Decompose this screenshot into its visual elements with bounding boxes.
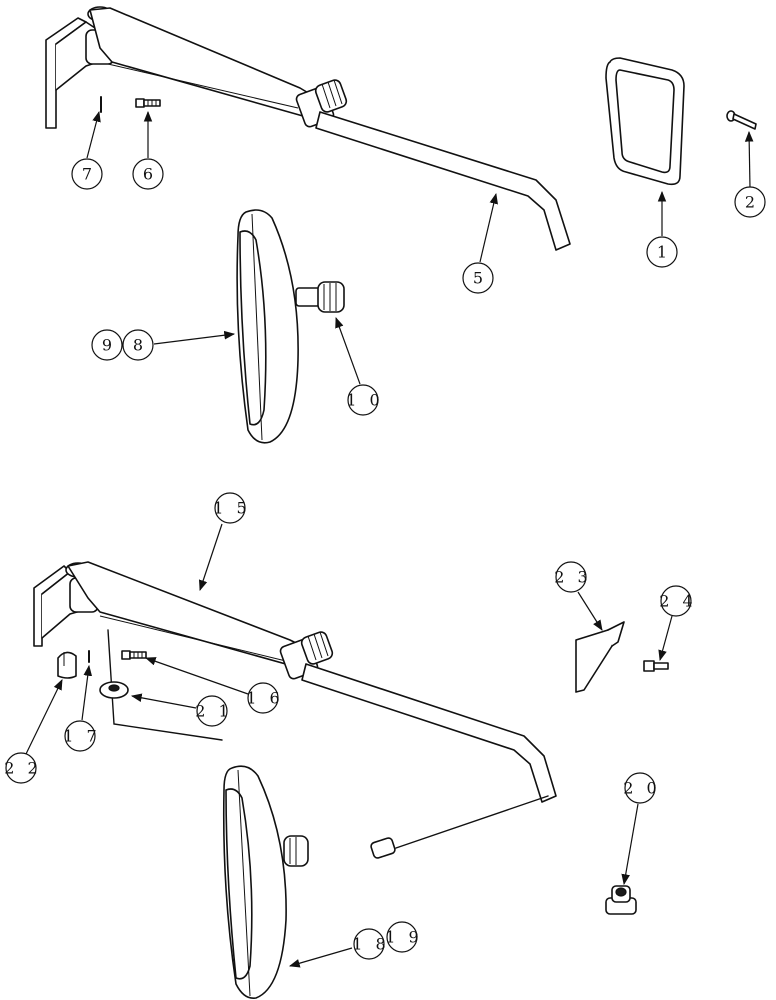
svg-text:7: 7	[82, 165, 96, 184]
callout-18: 1 8	[352, 928, 389, 960]
bolt-24-part	[643, 660, 669, 672]
svg-text:1 5: 1 5	[213, 499, 250, 518]
heater-wire	[395, 795, 549, 849]
svg-text:2 3: 2 3	[554, 568, 591, 587]
svg-text:8: 8	[133, 336, 147, 355]
callout-22: 2 2	[4, 752, 41, 784]
svg-text:5: 5	[473, 269, 487, 288]
upper-mirror-arm-assembly	[45, 6, 571, 251]
svg-text:1 6: 1 6	[246, 689, 283, 708]
svg-text:2 4: 2 4	[659, 592, 696, 611]
callout-15: 1 5	[213, 492, 250, 524]
mirror-glass-frame-1	[605, 57, 685, 186]
svg-text:2 1: 2 1	[195, 702, 232, 721]
svg-text:2: 2	[745, 193, 759, 212]
callout-20: 2 0	[623, 772, 660, 804]
svg-text:1 8: 1 8	[352, 935, 389, 954]
callout-19: 1 9	[385, 921, 422, 953]
svg-text:1 7: 1 7	[63, 727, 100, 746]
wire-connector	[370, 837, 396, 859]
callout-9: 9	[91, 329, 123, 361]
lower-mirror-arm-assembly	[33, 561, 557, 803]
callouts: 1 2 5 6 7 8 9 1 0	[4, 158, 766, 960]
upper-mirror-head	[236, 209, 299, 444]
knob-10-part	[295, 281, 345, 313]
bolt-6-part	[135, 98, 161, 108]
callout-2: 2	[734, 186, 766, 218]
screw-2-part	[726, 110, 757, 130]
connector-20-part	[605, 885, 637, 915]
callout-8: 8	[122, 329, 154, 361]
callout-5: 5	[462, 262, 494, 294]
callout-6: 6	[132, 158, 164, 190]
svg-text:6: 6	[143, 165, 157, 184]
clip-22-part	[57, 651, 77, 679]
bolt-16-part	[121, 650, 147, 660]
callout-23: 2 3	[554, 561, 591, 593]
lower-mirror-rod	[301, 663, 557, 803]
svg-text:1: 1	[657, 243, 671, 262]
callout-10: 1 0	[346, 384, 383, 416]
svg-text:1 0: 1 0	[346, 391, 383, 410]
lower-mirror-head	[222, 765, 309, 1000]
svg-text:2 2: 2 2	[4, 759, 41, 778]
svg-text:9: 9	[102, 336, 116, 355]
callout-16: 1 6	[246, 682, 283, 714]
svg-text:2 0: 2 0	[623, 779, 660, 798]
leader-lines	[25, 110, 754, 968]
washer-21-part	[99, 681, 129, 699]
callout-21: 2 1	[195, 695, 232, 727]
callout-1: 1	[646, 236, 678, 268]
bracket-23-part	[575, 621, 625, 693]
upper-arm	[89, 7, 321, 119]
wire-harness	[107, 629, 223, 741]
upper-mirror-rod	[315, 111, 571, 251]
lower-arm	[67, 561, 311, 669]
callout-17: 1 7	[63, 720, 100, 752]
callout-7: 7	[71, 158, 103, 190]
callout-24: 2 4	[659, 585, 696, 617]
svg-text:1 9: 1 9	[385, 928, 422, 947]
